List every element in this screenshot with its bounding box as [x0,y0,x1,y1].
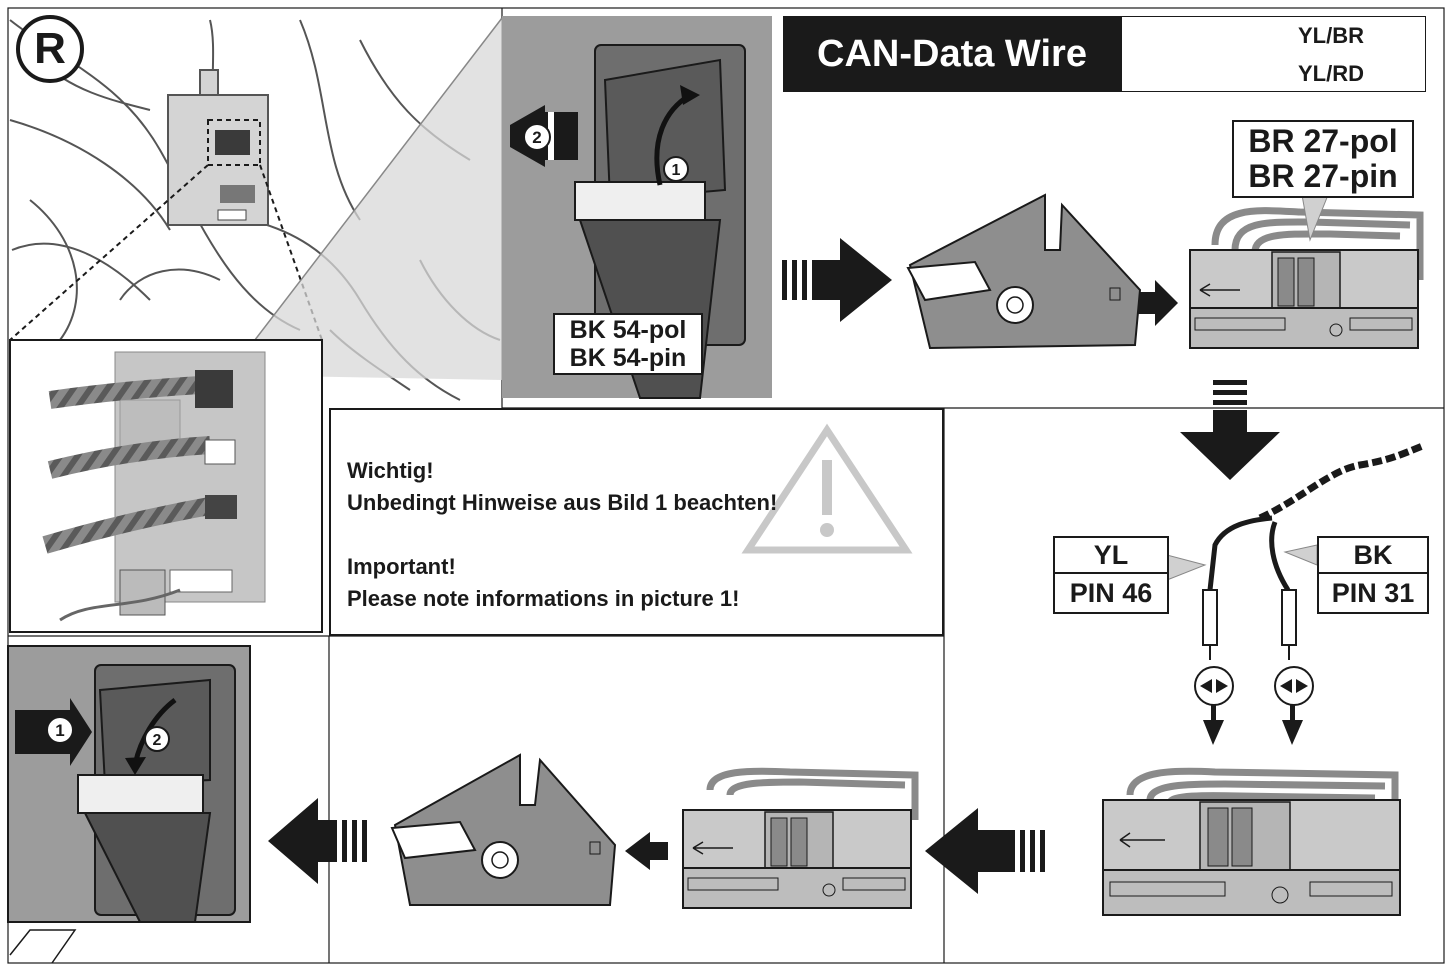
pin-bk-color: BK [1319,538,1427,574]
step-2-marker-top: 2 [523,123,551,151]
step-2-marker-bottom: 2 [144,726,170,752]
can-twisted-pair-wire [1202,441,1427,660]
pin-yl-number: PIN 46 [1069,578,1153,608]
flow-arrows [268,238,1303,894]
note-de-title: Wichtig! [347,458,434,483]
connector-54-pin: BK 54-pin [569,344,687,372]
note-de-text: Unbedingt Hinweise aus Bild 1 beachten! [347,490,778,515]
note-en-text: Please note informations in picture 1! [347,586,740,611]
connector-54-pol: BK 54-pol [569,316,687,344]
svg-text:1: 1 [55,721,64,740]
can-data-wire-title: CAN-Data Wire [783,16,1121,92]
crimp-icon-left [1194,666,1234,706]
connector-54-label: BK 54-pol BK 54-pin [553,313,703,375]
note-en-title: Important! [347,554,456,579]
svg-text:1: 1 [672,162,681,179]
connector-27-pol: BR 27-pol [1248,123,1398,159]
step-1-marker-bottom: 1 [46,716,74,744]
pin-yl-color: YL [1055,538,1167,574]
svg-text:2: 2 [532,128,541,147]
pin-bk-number: PIN 31 [1331,578,1415,608]
important-note-box: Wichtig! Unbedingt Hinweise aus Bild 1 b… [329,408,944,636]
svg-text:2: 2 [153,732,162,749]
pin-yl-label: YL PIN 46 [1053,536,1169,614]
wire-color-yl-rd: YL/RD [1298,61,1364,86]
region-badge-letter: R [34,24,66,73]
module-photo-inset [9,339,323,633]
can-wire-legend: YL/BR YL/RD [1121,16,1426,92]
connector-27pin-middle [682,767,919,909]
step-1-marker-top: 1 [663,156,689,182]
connector-27pin-top [1189,207,1424,349]
warning-icon [741,423,913,554]
connector-27-label: BR 27-pol BR 27-pin [1232,120,1414,198]
connector-lock-photo [7,645,251,923]
connector-27pin-bottom [1102,767,1401,916]
pin-bk-label: BK PIN 31 [1317,536,1429,614]
control-module-sketch [167,69,269,226]
wire-color-yl-br: YL/BR [1298,23,1364,48]
connector-housing-top [906,193,1142,350]
connector-27-pin: BR 27-pin [1248,158,1398,194]
connector-housing-bottom [390,753,617,906]
region-badge [16,15,84,83]
crimp-icon-right [1274,666,1314,706]
